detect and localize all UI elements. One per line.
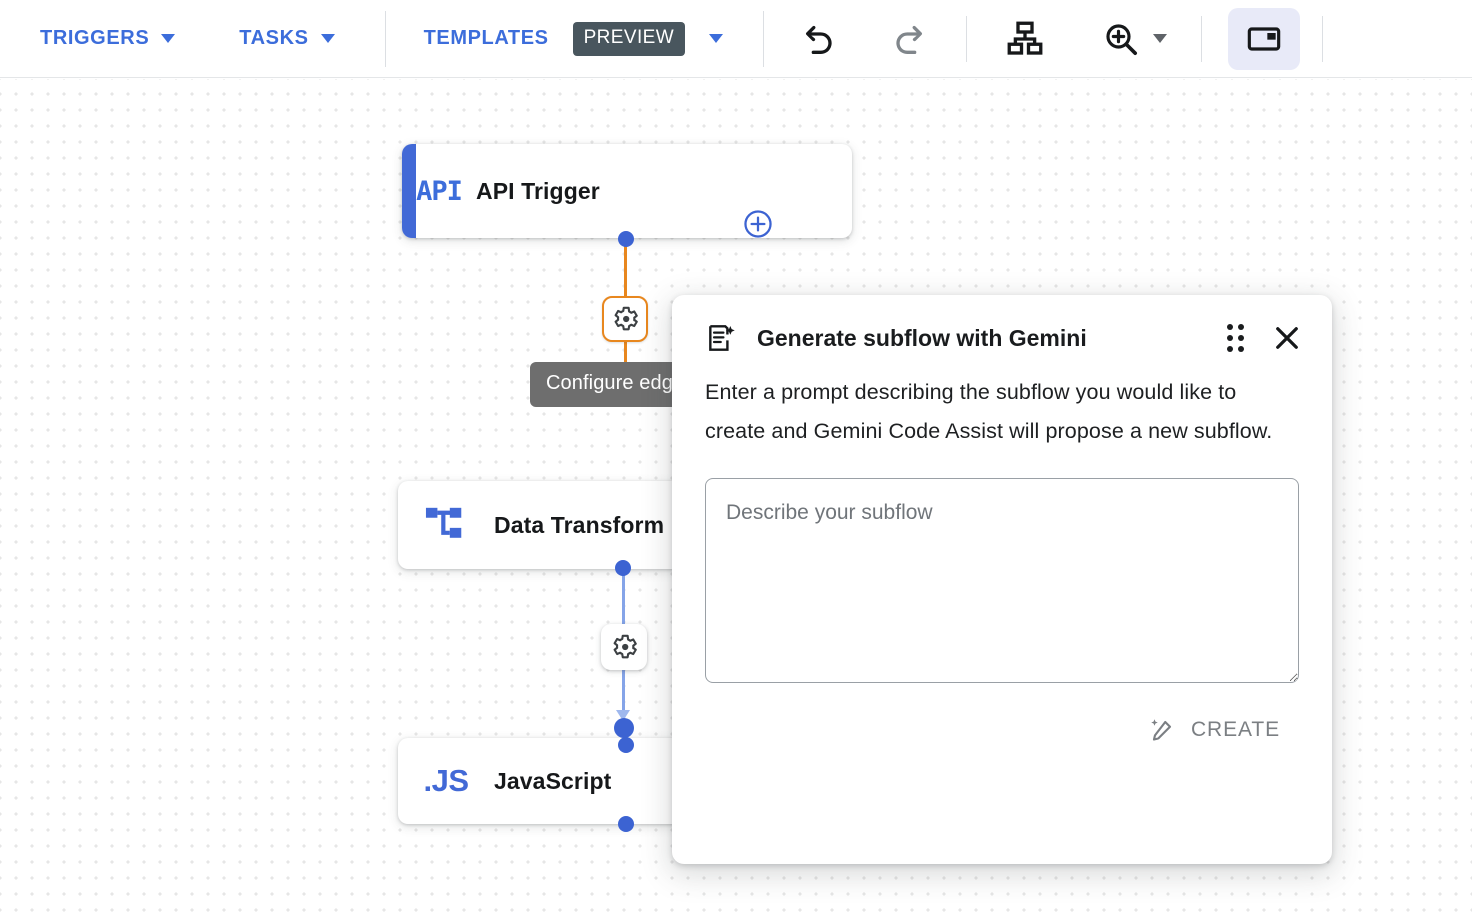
node-title: JavaScript	[494, 767, 612, 794]
node-port-transform-out[interactable]	[615, 560, 631, 576]
zoom-in-icon	[1106, 23, 1138, 55]
dialog-description: Enter a prompt describing the subflow yo…	[705, 380, 1273, 443]
close-icon	[1276, 327, 1298, 349]
data-transform-icon	[398, 504, 494, 546]
preview-badge: PREVIEW	[572, 21, 686, 56]
node-title: Data Transform	[494, 511, 665, 538]
undo-icon	[806, 25, 832, 54]
dialog-title: Generate subflow with Gemini	[757, 324, 1087, 351]
node-accent-bar	[402, 144, 416, 238]
menu-triggers[interactable]: TRIGGERS	[26, 15, 189, 63]
generate-subflow-dialog: Generate subflow with Gemini Enter a pro…	[672, 295, 1332, 864]
redo-button[interactable]	[880, 11, 936, 67]
edge-configure-gear-2[interactable]	[601, 624, 647, 670]
tooltip-configure-edge: Configure edge	[530, 362, 701, 407]
chevron-down-icon	[320, 34, 335, 43]
create-button-label: CREATE	[1190, 718, 1280, 741]
menu-triggers-label: TRIGGERS	[40, 27, 150, 49]
redo-icon	[896, 25, 923, 54]
edge-configure-gear-1[interactable]	[602, 296, 648, 342]
chevron-down-icon	[161, 34, 176, 43]
document-sparkle-icon	[709, 325, 735, 351]
toolbar-divider	[1322, 15, 1324, 62]
toolbar-divider	[966, 15, 968, 62]
dialog-actions: CREATE	[672, 683, 1332, 755]
subflow-prompt-input[interactable]	[705, 478, 1299, 683]
edge-transform-to-js-lower[interactable]	[622, 670, 625, 714]
node-port-api-out[interactable]	[618, 231, 634, 247]
toggle-panel-button[interactable]	[1228, 7, 1301, 70]
node-port-js-bottom[interactable]	[618, 816, 634, 832]
node-port-js-in[interactable]	[614, 718, 634, 738]
menu-tasks-label: TASKS	[239, 27, 309, 49]
data-transform-glyph	[425, 507, 462, 538]
dialog-header: Generate subflow with Gemini	[672, 295, 1332, 352]
node-title: API Trigger	[476, 177, 600, 204]
add-node-button[interactable]	[742, 208, 774, 240]
chevron-down-icon	[709, 34, 724, 43]
top-toolbar: TRIGGERS TASKS TEMPLATES PREVIEW	[0, 0, 1472, 78]
gear-icon	[614, 306, 638, 331]
node-api-trigger[interactable]: API API Trigger	[402, 144, 852, 238]
edge-arrow-icon	[616, 710, 630, 721]
close-button[interactable]	[1270, 321, 1304, 355]
create-button[interactable]: CREATE	[1135, 705, 1292, 755]
node-port-js-out[interactable]	[618, 737, 634, 753]
toolbar-divider	[384, 10, 386, 67]
drag-handle-icon[interactable]	[1227, 324, 1244, 352]
plus-circle-icon	[744, 210, 772, 238]
api-logo: API	[416, 175, 463, 207]
chevron-down-icon	[1153, 34, 1168, 43]
undo-button[interactable]	[792, 11, 848, 67]
hierarchy-icon	[1007, 21, 1043, 55]
magic-wand-icon	[1151, 719, 1172, 741]
zoom-in-icon-wrap	[1093, 11, 1149, 67]
zoom-button[interactable]	[1093, 11, 1168, 67]
toolbar-divider	[763, 10, 765, 67]
side-panel-icon	[1247, 26, 1281, 51]
auto-layout-button[interactable]	[997, 11, 1053, 67]
menu-templates[interactable]: TEMPLATES PREVIEW	[410, 15, 737, 63]
menu-templates-label: TEMPLATES	[423, 27, 549, 49]
gear-icon	[613, 634, 637, 659]
js-logo: .JS	[423, 763, 469, 798]
menu-tasks[interactable]: TASKS	[225, 15, 348, 63]
edge-api-to-transform[interactable]	[624, 240, 627, 305]
toolbar-divider	[1201, 15, 1203, 62]
edge-transform-to-js[interactable]	[622, 569, 625, 627]
